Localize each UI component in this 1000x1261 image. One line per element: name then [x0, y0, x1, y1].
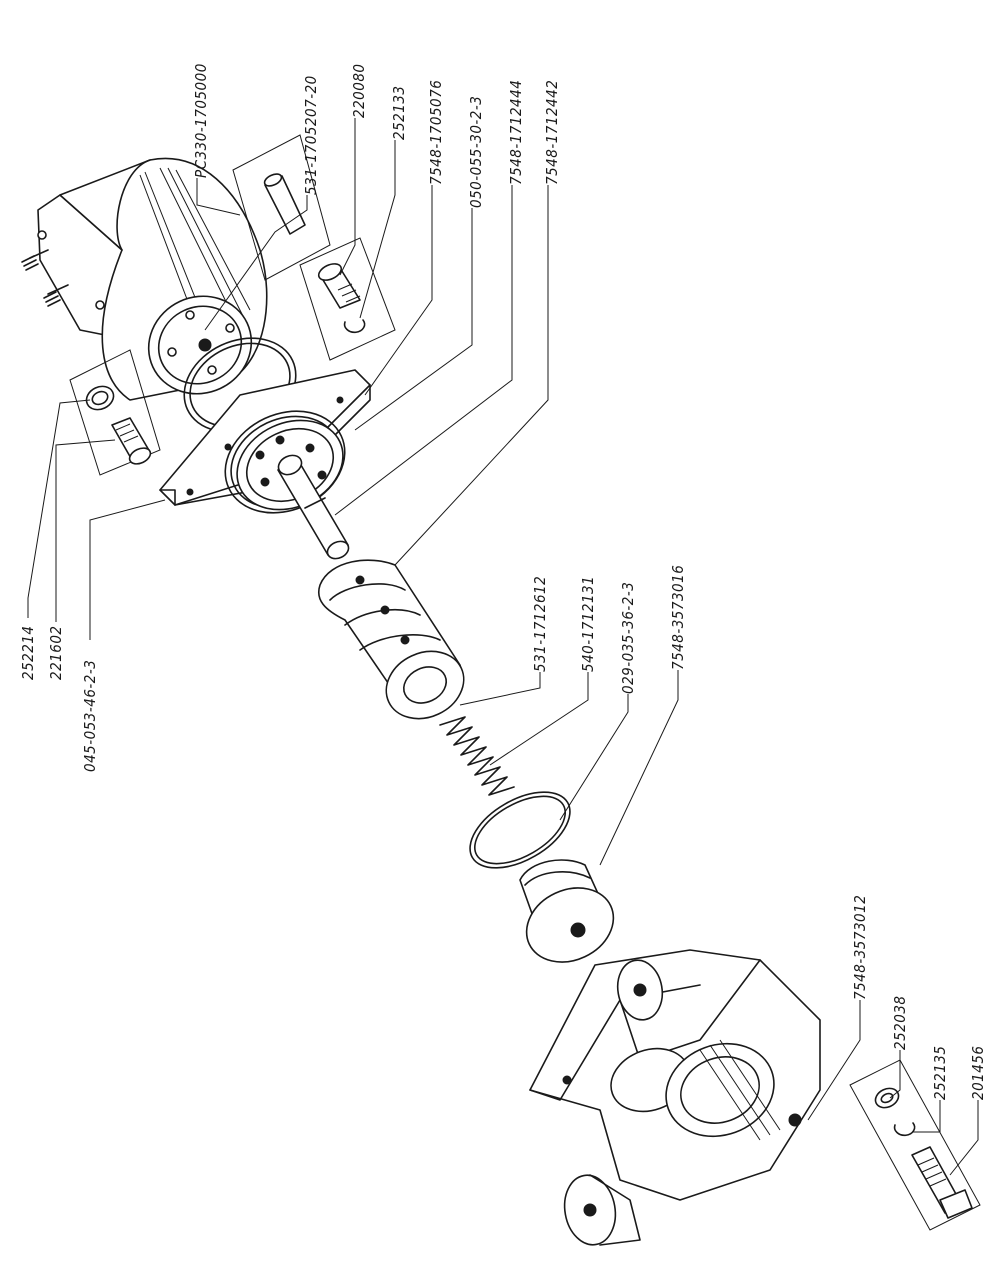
label-7548-3573016: 7548-3573016 [669, 565, 687, 670]
label-7548-1705076: 7548-1705076 [427, 80, 445, 185]
screw-washer-box-top [299, 237, 396, 361]
bolt-washer-box-bottom [849, 1059, 981, 1231]
label-221602: 221602 [47, 625, 65, 680]
valve-body [318, 559, 465, 720]
label-201456: 201456 [969, 1045, 987, 1100]
label-050-055: 050-055-30-2-3 [467, 96, 485, 208]
o-ring-029 [469, 791, 571, 869]
labels-left-group: 252214 221602 045-053-46-2-3 [19, 625, 99, 772]
labels-middle-group: 531-1712612 540-1712131 029-035-36-2-3 7… [531, 565, 687, 694]
labels-top-row: PC330-1705000 531-1705207-20 220080 2521… [192, 63, 561, 208]
label-252038: 252038 [891, 995, 909, 1050]
label-531-1705207: 531-1705207-20 [302, 75, 320, 195]
label-540-1712131: 540-1712131 [579, 576, 597, 672]
cylinder-housing [21, 157, 268, 401]
label-252214: 252214 [19, 625, 37, 680]
bracket-housing [529, 949, 821, 1246]
label-pc330: PC330-1705000 [192, 63, 210, 178]
label-252135: 252135 [931, 1045, 949, 1100]
label-531-1712612: 531-1712612 [531, 576, 549, 672]
label-7548-1712442: 7548-1712442 [543, 80, 561, 185]
leader-lines [27, 118, 979, 1176]
label-252133: 252133 [390, 85, 408, 140]
label-7548-3573012: 7548-3573012 [851, 895, 869, 1000]
screw-washer-box-left [69, 349, 161, 476]
label-220080: 220080 [350, 63, 368, 118]
pin-group-box [232, 134, 331, 281]
piston-shaft [277, 454, 350, 560]
end-cap [519, 859, 615, 963]
spring [439, 716, 515, 796]
label-045-053: 045-053-46-2-3 [81, 660, 99, 772]
labels-bottom-group: 7548-3573012 252038 252135 201456 [851, 895, 987, 1100]
label-029-035: 029-035-36-2-3 [619, 582, 637, 694]
label-7548-1712444: 7548-1712444 [507, 80, 525, 185]
